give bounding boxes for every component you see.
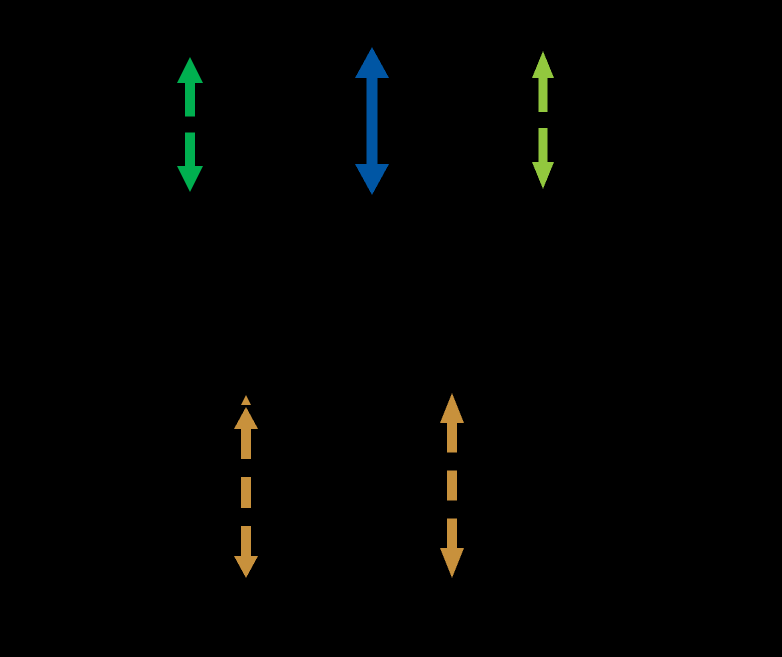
- arrow-shaft-dash: [447, 470, 457, 501]
- arrowhead-top: [440, 393, 464, 423]
- arrowhead-top: [532, 51, 554, 78]
- arrowhead-bottom: [532, 162, 554, 189]
- arrow-shaft-dash: [241, 525, 251, 557]
- arrowhead-top: [177, 57, 203, 83]
- tan-double-arrow-right[interactable]: [440, 393, 464, 578]
- arrow-shaft: [366, 77, 378, 165]
- arrow-shaft-dash: [185, 82, 195, 117]
- arrow-shaft-dash: [241, 427, 251, 459]
- light-green-double-arrow[interactable]: [532, 51, 554, 189]
- arrowhead-bottom: [440, 548, 464, 578]
- arrowhead-bottom: [177, 166, 203, 192]
- arrow-shaft-dash: [538, 128, 548, 163]
- arrow-shaft-dash: [538, 77, 548, 112]
- arrowhead-top: [355, 47, 389, 78]
- arrowhead-bottom: [355, 164, 389, 195]
- arrowhead-top-cap: [240, 395, 252, 405]
- green-double-arrow[interactable]: [177, 57, 203, 192]
- blue-double-arrow[interactable]: [355, 47, 389, 195]
- arrow-shaft-dash: [241, 476, 251, 508]
- arrowhead-bottom: [234, 556, 258, 578]
- tan-double-arrow-left[interactable]: [234, 395, 258, 578]
- arrow-shaft-dash: [447, 518, 457, 549]
- arrow-shaft-dash: [185, 132, 195, 167]
- arrowhead-top: [234, 406, 258, 429]
- arrow-shaft-dash: [447, 422, 457, 453]
